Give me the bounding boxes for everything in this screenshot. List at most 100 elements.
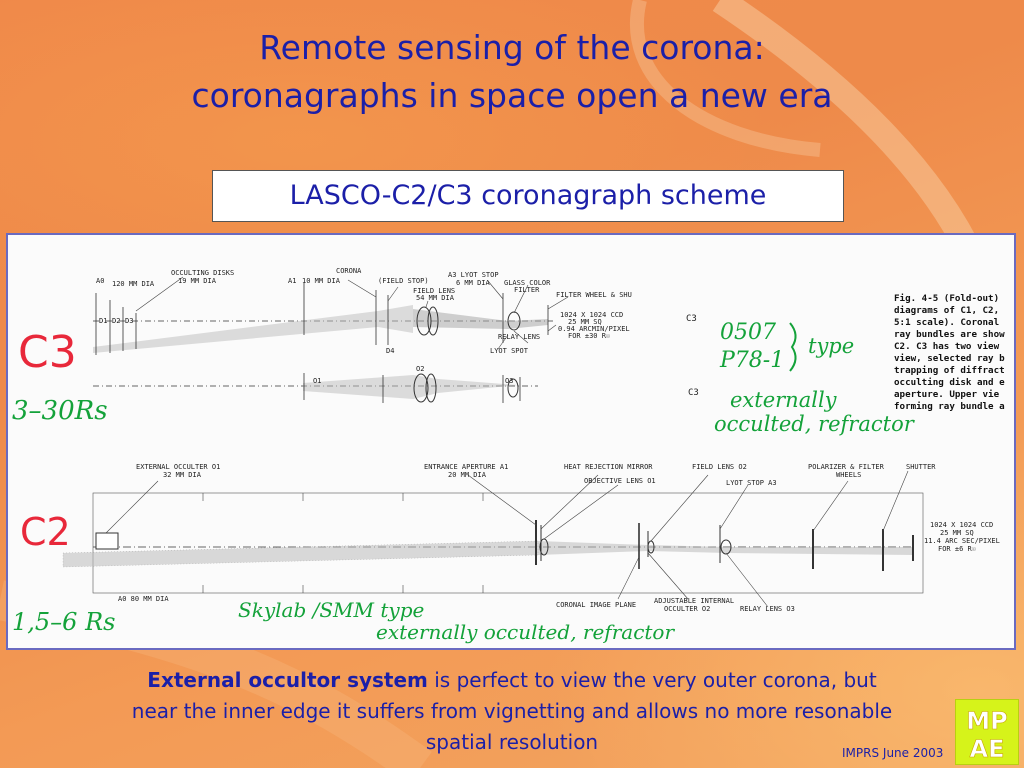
c2-elements <box>535 520 914 571</box>
scheme-title: LASCO-C2/C3 coronagraph scheme <box>212 170 844 222</box>
logo-top: MP <box>966 707 1007 735</box>
c3-o2: O2 <box>416 365 424 373</box>
c3-a0-dia: 120 MM DIA <box>112 280 155 288</box>
c3-lens-o2b <box>425 373 437 403</box>
c2-ext-occ-dia: 32 MM DIA <box>163 471 202 479</box>
footer-date: IMPRS June 2003 <box>842 746 944 760</box>
c3-d2: D2 <box>112 317 120 325</box>
caption-line-10: forming ray bundle a <box>894 401 1005 412</box>
c2-polarizer-label: POLARIZER & FILTER <box>808 463 885 471</box>
c3-elements <box>95 283 549 403</box>
c3-leaders <box>135 276 569 350</box>
c2-coronal-image: CORONAL IMAGE PLANE <box>556 601 636 609</box>
c3-side-label-1: C3 <box>686 314 697 324</box>
c2-entrance-dia: 20 MM DIA <box>448 471 487 479</box>
c2-entrance-label: ENTRANCE APERTURE A1 <box>424 463 508 471</box>
note-c3: C3 <box>18 327 77 378</box>
c2-ray-texture <box>62 540 539 568</box>
c3-field-lens-2 <box>427 306 439 336</box>
coronagraph-diagram: A0 120 MM DIA OCCULTING DISKS 19 MM DIA … <box>6 233 1016 650</box>
c3-d1: D1 <box>99 317 107 325</box>
c3-a3-dia: 6 MM DIA <box>456 279 491 287</box>
caption-line-6: view, selected ray b <box>894 353 1005 364</box>
note-c3-type: type <box>808 334 854 358</box>
c2-ccd1: 1024 X 1024 CCD <box>930 521 993 529</box>
caption-line-9: aperture. Upper vie <box>894 389 1000 400</box>
note-c3-ext2: occulted, refractor <box>714 412 916 436</box>
note-c2: C2 <box>20 510 71 554</box>
c3-o3: O3 <box>505 377 513 385</box>
note-c3-code1: 0507 <box>720 320 776 345</box>
caption-line-7: trapping of diffract <box>894 365 1005 376</box>
c3-ccd3: 0.94 ARCMIN/PIXEL <box>558 325 630 333</box>
c2-ext-occ-label: EXTERNAL OCCULTER O1 <box>136 463 220 471</box>
bottom-text: External occultor system is perfect to v… <box>20 665 1004 758</box>
note-c2-ext: externally occulted, refractor <box>376 620 675 644</box>
logo-bottom: AE <box>970 735 1005 763</box>
c2-field-lens-label: FIELD LENS O2 <box>692 463 747 471</box>
c3-a1-dia: 10 MM DIA <box>302 277 341 285</box>
c2-leaders <box>105 470 909 608</box>
c3-d4: D4 <box>386 347 394 355</box>
c2-frame-ticks <box>202 493 484 593</box>
c3-field-stop: (FIELD STOP) <box>378 277 429 285</box>
c2-relay-label: RELAY LENS O3 <box>740 605 795 613</box>
note-c3-ext1: externally <box>730 388 838 412</box>
c3-corona: CORONA <box>336 267 362 275</box>
note-brace-icon <box>789 322 797 372</box>
c3-filter: FILTER <box>514 286 540 294</box>
c3-lyot-spot: LYOT SPOT <box>490 347 529 355</box>
c3-a3: A3 LYOT STOP <box>448 271 499 279</box>
c3-field-lens-label: FIELD LENS <box>413 287 455 295</box>
c3-ray-bundle <box>93 305 413 353</box>
c3-occ-dia: 19 MM DIA <box>178 277 217 285</box>
mpae-logo: MP AE <box>955 699 1019 765</box>
c3-ccd4: FOR ±30 R☉ <box>568 332 610 340</box>
c3-ray-bundle-2 <box>413 309 548 329</box>
c3-ccd2: 25 MM SQ <box>568 318 602 326</box>
caption-line-3: 5:1 scale). Coronal <box>894 317 999 328</box>
note-c3-range: 3–30Rs <box>12 396 108 426</box>
c3-a0-label: A0 <box>96 277 104 285</box>
diagram-svg: A0 120 MM DIA OCCULTING DISKS 19 MM DIA … <box>12 267 1005 644</box>
c2-ccd2: 25 MM SQ <box>940 529 974 537</box>
c3-relay-lens-label: RELAY LENS <box>498 333 540 341</box>
caption-line-8: occulting disk and e <box>894 377 1005 388</box>
c2-ccd3: 11.4 ARC SEC/PIXEL <box>924 537 1000 545</box>
title-line-2: coronagraphs in space open a new era <box>191 76 833 115</box>
c2-relay-lens <box>720 539 732 555</box>
bottom-line-1: is perfect to view the very outer corona… <box>427 668 877 692</box>
c3-side-label-2: C3 <box>688 388 699 398</box>
c2-adjustable-1: ADJUSTABLE INTERNAL <box>654 597 734 605</box>
note-c3-code2: P78-1 <box>719 348 784 373</box>
c3-relay-lens <box>507 311 521 331</box>
c3-o1: O1 <box>313 377 321 385</box>
mpae-logo-icon: MP AE <box>966 707 1008 764</box>
caption-line-1: Fig. 4-5 (Fold-out) <box>894 293 999 304</box>
c3-ccd1: 1024 X 1024 CCD <box>560 311 623 319</box>
c3-a1: A1 <box>288 277 296 285</box>
caption-line-4: ray bundles are show <box>894 329 1005 340</box>
c3-glass-color: GLASS COLOR <box>504 279 551 287</box>
c3-field-lens <box>416 306 432 336</box>
c2-wheels-label: WHEELS <box>836 471 861 479</box>
c3-lens-o2 <box>413 373 429 403</box>
c2-ccd4: FOR ±6 R☉ <box>938 545 976 553</box>
c3-occ-disks: OCCULTING DISKS <box>171 269 234 277</box>
c3-field-lens-dia: 54 MM DIA <box>416 294 455 302</box>
c3-lens-o3 <box>507 378 519 398</box>
bottom-line-2: near the inner edge it suffers from vign… <box>131 699 893 723</box>
c2-ext-occulter <box>95 532 119 550</box>
bottom-line-3: spatial resolution <box>425 730 599 754</box>
c2-lyot-label: LYOT STOP A3 <box>726 479 777 487</box>
c2-heat-mirror: HEAT REJECTION MIRROR <box>564 463 653 471</box>
c3-lower-ray <box>303 375 518 399</box>
caption-line-2: diagrams of C1, C2, <box>894 305 999 316</box>
c3-filter-wheel: FILTER WHEEL & SHU <box>556 291 632 299</box>
c2-shutter-label: SHUTTER <box>906 463 936 471</box>
slide-title: Remote sensing of the corona: coronagrap… <box>0 24 1024 120</box>
c3-d3: D3 <box>125 317 133 325</box>
title-line-1: Remote sensing of the corona: <box>259 28 765 67</box>
note-c2-skylab: Skylab /SMM type <box>238 598 424 622</box>
c2-objective-label: OBJECTIVE LENS O1 <box>584 477 656 485</box>
